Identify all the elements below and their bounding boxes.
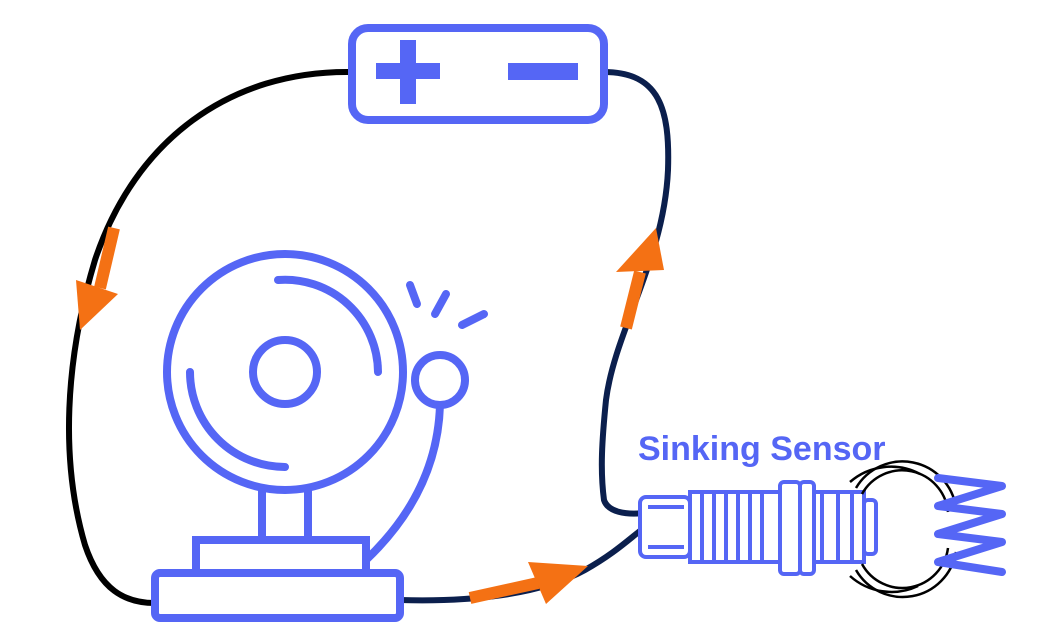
- bell-icon: [151, 250, 488, 622]
- current-arrow-right: [616, 228, 664, 330]
- battery-minus-symbol: [508, 63, 578, 80]
- wire-battery-positive-to-bell: [66, 68, 355, 606]
- sensor-icon: [638, 480, 878, 576]
- sensor-label: Sinking Sensor: [638, 430, 886, 468]
- spring-icon: [934, 474, 1006, 576]
- current-arrow-left: [76, 226, 120, 330]
- battery-icon: [348, 24, 608, 124]
- wire-battery-negative-to-sensor: [598, 69, 672, 517]
- current-arrow-bottom: [468, 562, 588, 604]
